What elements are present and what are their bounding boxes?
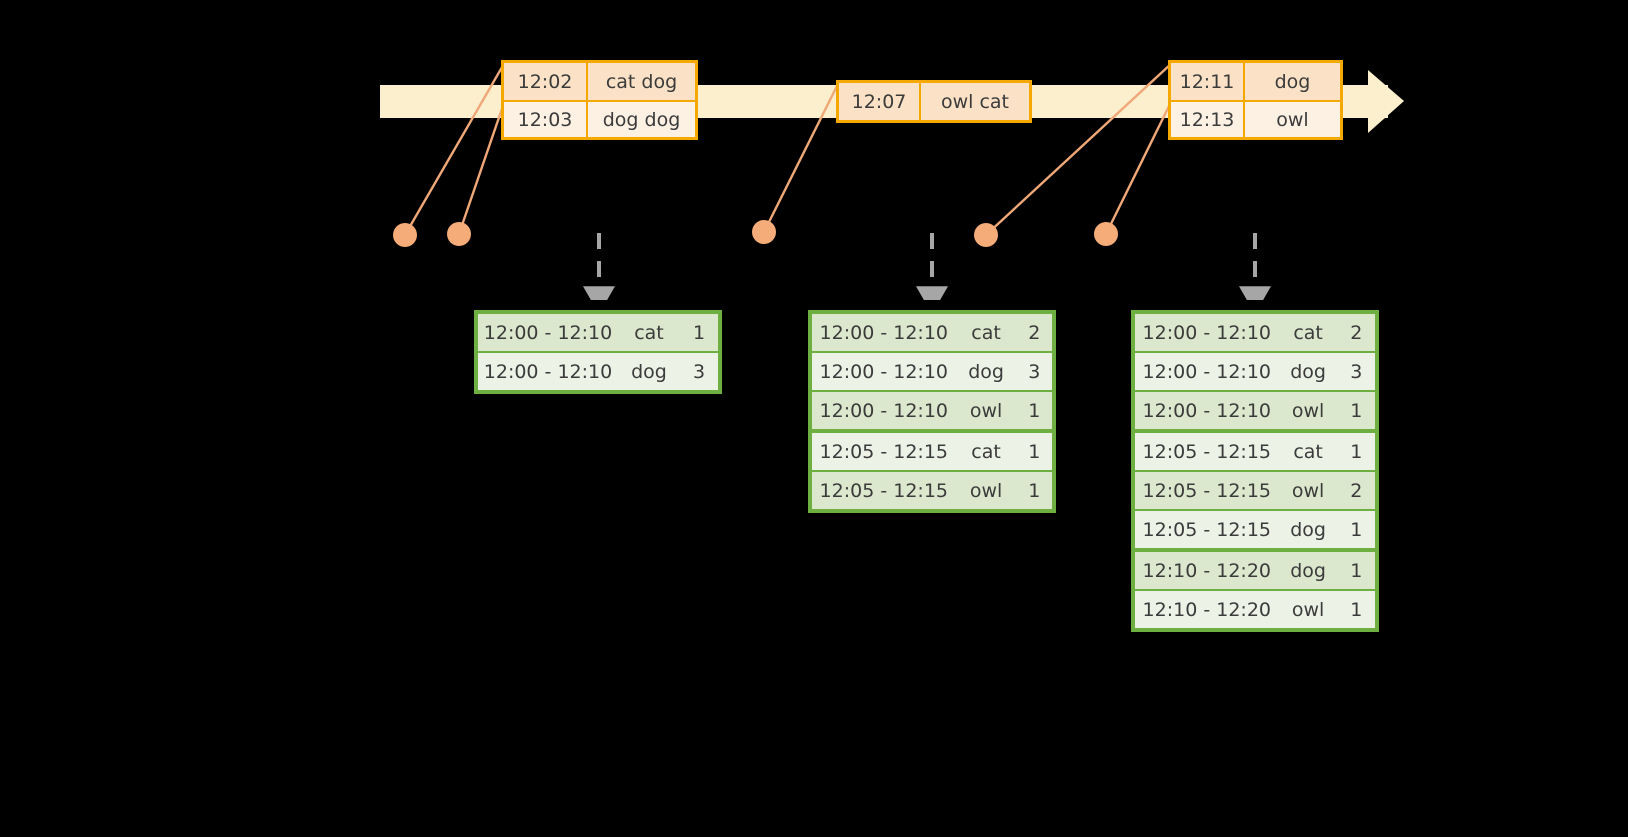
event-time: 12:07 [839,83,921,120]
cell-window: 12:00 - 12:10 [478,353,618,390]
cell-count: 3 [1337,353,1375,390]
event-dot-5[interactable] [1094,222,1118,246]
cell-window: 12:10 - 12:20 [1135,552,1279,589]
cell-count: 1 [1337,433,1375,470]
event-row: 12:07 owl cat [839,83,1029,120]
cell-window: 12:00 - 12:10 [1135,392,1279,429]
event-time: 12:11 [1171,63,1245,100]
cell-window: 12:05 - 12:15 [812,433,956,470]
connector-5 [1104,99,1174,235]
cell-window: 12:00 - 12:10 [812,353,956,390]
event-row: 12:03 dog dog [504,100,695,137]
cell-word: owl [1280,392,1336,429]
cell-window: 12:00 - 12:10 [812,314,956,351]
cell-window: 12:05 - 12:15 [1135,511,1279,548]
cell-count: 1 [1016,392,1052,429]
cell-count: 1 [1016,472,1052,509]
event-words: owl [1276,108,1309,131]
cell-word: dog [1280,552,1336,589]
event-box-3[interactable]: 12:11 dog 12:13 owl [1168,60,1343,140]
cell-word: cat [1280,433,1336,470]
connector-1 [403,61,507,236]
cell-count: 2 [1337,472,1375,509]
timeline-graphics [380,61,1404,300]
cell-word: owl [1280,591,1336,628]
event-dot-3[interactable] [752,220,776,244]
event-row: 12:13 owl [1171,100,1340,137]
event-words: cat dog [605,70,678,93]
cell-count: 2 [1016,314,1052,351]
cell-window: 12:10 - 12:20 [1135,591,1279,628]
connector-lines [403,61,1174,236]
cell-word: dog [620,353,678,390]
cell-count: 1 [1337,552,1375,589]
event-box-1[interactable]: 12:02 cat dog 12:03 dog dog [501,60,698,140]
cell-window: 12:00 - 12:10 [478,314,618,351]
cell-word: owl [957,472,1015,509]
cell-count: 1 [1337,591,1375,628]
cell-count: 1 [1016,433,1052,470]
cell-word: owl [957,392,1015,429]
cell-window: 12:00 - 12:10 [812,392,956,429]
cell-count: 1 [1337,511,1375,548]
cell-window: 12:00 - 12:10 [1135,353,1279,390]
cell-word: cat [1280,314,1336,351]
event-words: owl cat [940,90,1010,113]
cell-window: 12:05 - 12:15 [1135,433,1279,470]
event-words: dog dog [602,108,681,131]
cell-window: 12:05 - 12:15 [812,472,956,509]
cell-word: cat [620,314,678,351]
cell-word: owl [1280,472,1336,509]
event-time: 12:02 [504,63,588,100]
event-dot-2[interactable] [447,222,471,246]
cell-word: cat [957,314,1015,351]
event-dot-1[interactable] [393,223,417,247]
event-box-2[interactable]: 12:07 owl cat [836,80,1032,123]
event-row: 12:02 cat dog [504,63,695,100]
cell-word: cat [957,433,1015,470]
cell-count: 1 [1337,392,1375,429]
event-time: 12:13 [1171,102,1245,137]
down-arrows [583,233,1271,300]
cell-count: 3 [1016,353,1052,390]
event-words: dog [1274,70,1311,93]
connector-3 [762,83,840,233]
event-time: 12:03 [504,102,588,137]
cell-count: 1 [680,314,718,351]
event-dots [393,220,1118,247]
event-row: 12:11 dog [1171,63,1340,100]
cell-word: dog [1280,511,1336,548]
connector-4 [985,62,1173,236]
cell-count: 2 [1337,314,1375,351]
cell-window: 12:05 - 12:15 [1135,472,1279,509]
cell-word: dog [957,353,1015,390]
connector-2 [457,99,507,235]
cell-window: 12:00 - 12:10 [1135,314,1279,351]
cell-count: 3 [680,353,718,390]
event-dot-4[interactable] [974,223,998,247]
cell-word: dog [1280,353,1336,390]
